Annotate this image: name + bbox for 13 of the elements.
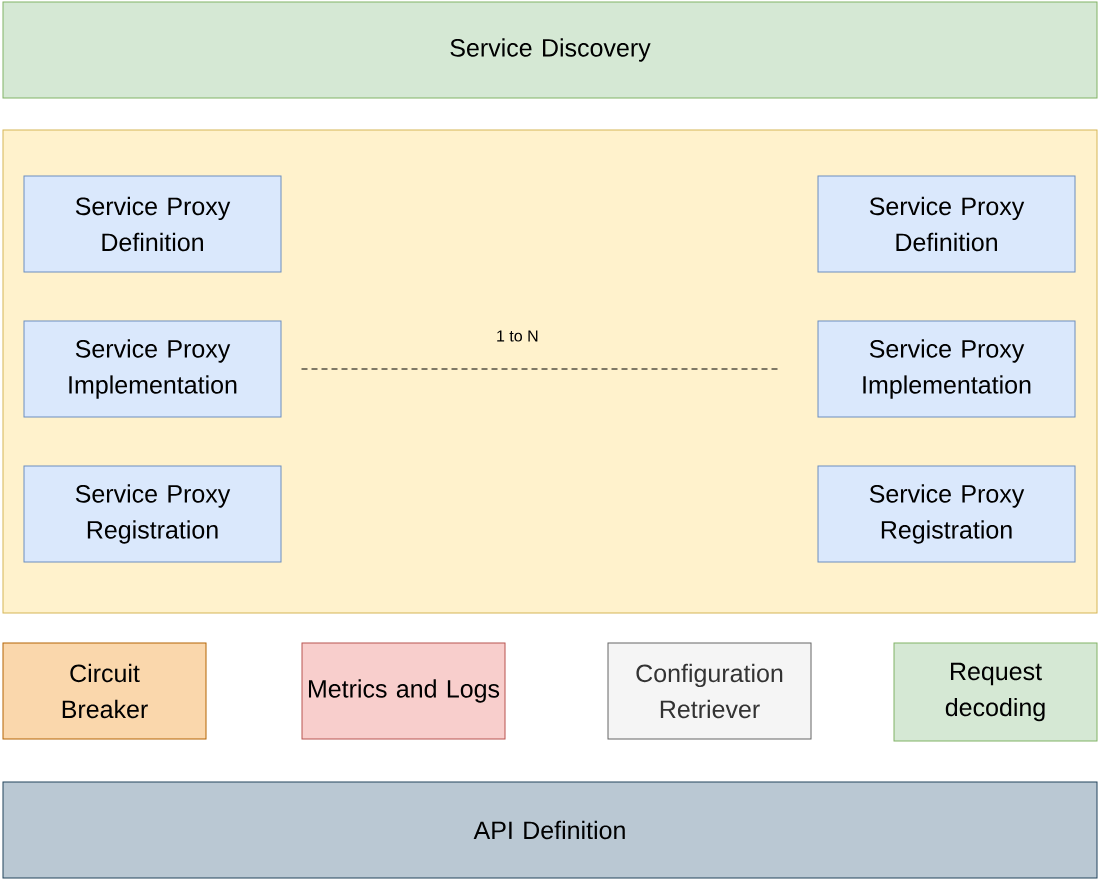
process-box: Request decoding — [893, 642, 1098, 742]
band: Service Discovery — [2, 1, 1098, 99]
edge-label: 1 to N — [494, 328, 541, 344]
process-box: Service Proxy Definition — [23, 175, 282, 273]
process-box: Service Proxy Definition — [817, 175, 1076, 273]
process-box: Circuit Breaker — [2, 642, 207, 740]
process-box: Service Proxy Implementation — [23, 320, 282, 418]
process-box: Service Proxy Implementation — [817, 320, 1076, 418]
process-box: Metrics and Logs — [301, 642, 506, 740]
band: API Definition — [2, 781, 1098, 879]
process-box: Service Proxy Registration — [817, 465, 1076, 563]
process-box: Configuration Retriever — [607, 642, 812, 740]
process-box: Service Proxy Registration — [23, 465, 282, 563]
